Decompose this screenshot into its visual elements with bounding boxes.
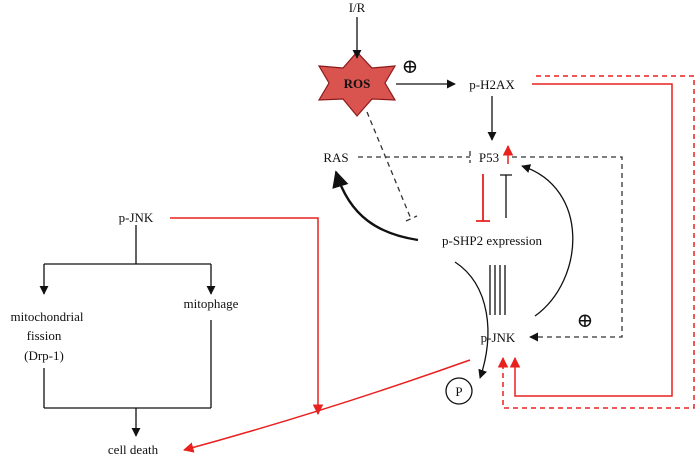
node-ir: I/R: [349, 0, 366, 15]
edge-pshp2-to-phospho: [454, 261, 489, 379]
node-pshp2: p-SHP2 expression: [442, 233, 543, 248]
plus-sign-top: ⊕: [402, 56, 419, 78]
node-mitophage: mitophage: [184, 296, 239, 311]
edge-ros-inhibit-pshp2: [366, 111, 418, 222]
node-p53: P53: [479, 150, 499, 165]
phospho-circle: [445, 377, 473, 405]
edge-ras-inhibit-p53: [358, 151, 471, 163]
node-phospho: P: [455, 384, 462, 399]
edge-pshp2-pjnk-binding: [489, 265, 506, 315]
ros-star-shape: [317, 51, 397, 117]
edge-ph2ax-to-pjnk-dashed-red: [497, 75, 695, 409]
edge-pjnk-to-p53-curve: [521, 164, 574, 317]
plus-sign-right: ⊕: [577, 310, 594, 332]
node-mito-fission-line1: mitochondrial: [11, 309, 84, 324]
node-pjnk-center: p-JNK: [481, 330, 516, 345]
edge-pjnk-inhibit-p53: [500, 174, 512, 218]
edge-p53-to-pjnk-dashed: [512, 156, 623, 342]
edge-pshp2-to-ras: [332, 170, 419, 242]
edge-ph2ax-to-pjnk-solid-red: [509, 83, 673, 397]
node-ph2ax: p-H2AX: [469, 77, 515, 92]
node-mito-fission-line2: fission: [27, 328, 62, 343]
edge-pjnk-left-to-cell-death-red: [170, 217, 324, 416]
node-pjnk-left: p-JNK: [119, 210, 154, 225]
edge-p53-inhibit-pshp2-red: [476, 174, 490, 222]
node-ros: ROS: [344, 76, 371, 91]
node-cell-death: cell death: [108, 442, 159, 457]
node-ras: RAS: [323, 150, 348, 165]
node-mito-fission-line3: (Drp-1): [24, 348, 64, 363]
edge-pjnk-center-to-cell-death-red: [182, 359, 471, 453]
